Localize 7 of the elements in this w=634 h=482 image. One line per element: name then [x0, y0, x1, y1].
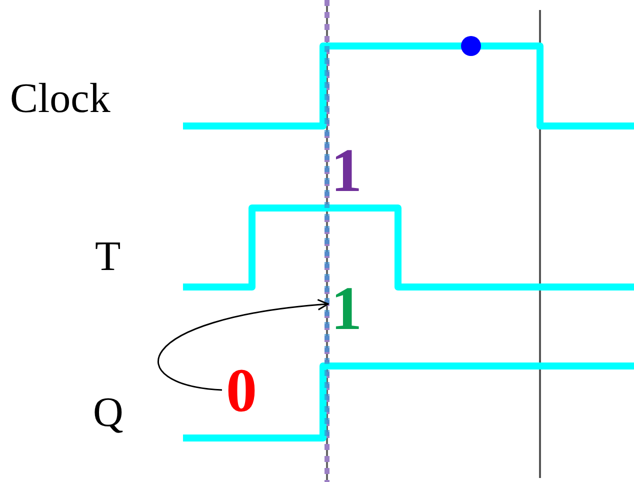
curved-arrow	[158, 299, 329, 391]
signal-label: Clock	[10, 78, 110, 120]
value-label: 0	[226, 360, 257, 422]
value-label: 1	[331, 278, 362, 340]
value-label: 1	[331, 140, 362, 202]
signal-label: Q	[93, 392, 124, 434]
signal-label: T	[95, 236, 121, 278]
